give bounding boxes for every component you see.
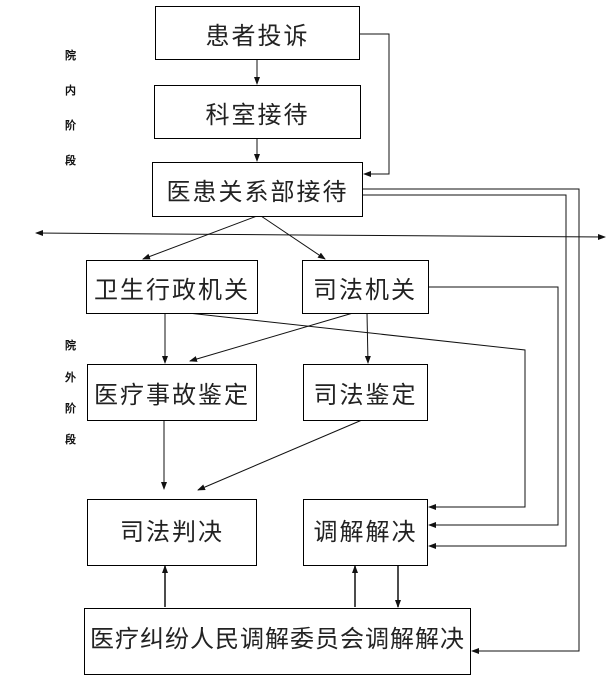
node-medical-accident-appraisal-label: 医疗事故鉴定 — [94, 381, 250, 409]
edge-patient-relations-judicial-org — [260, 215, 326, 260]
node-complaint: 患者投诉 — [155, 6, 360, 60]
stage-divider-arrow-right — [299, 233, 606, 240]
node-people-mediation-committee-label: 医疗纠纷人民调解委员会调解解决 — [90, 625, 465, 653]
node-health-admin-label: 卫生行政机关 — [94, 275, 250, 304]
node-mediation-resolution: 调解解决 — [303, 499, 428, 566]
stage-label-outside-4: 段 — [65, 433, 76, 446]
node-complaint-label: 患者投诉 — [205, 21, 310, 50]
node-patient-relations: 医患关系部接待 — [152, 162, 363, 217]
node-judicial-judgment-label: 司法判决 — [120, 518, 224, 546]
node-mediation-resolution-label: 调解解决 — [313, 518, 418, 546]
node-judicial-org: 司法机关 — [302, 260, 429, 314]
node-department-label: 科室接待 — [205, 100, 310, 129]
edge-judicial-org-medical-appraisal — [189, 312, 354, 362]
edge-judicial-org-judicial-appraisal — [364, 312, 371, 364]
node-judicial-org-label: 司法机关 — [313, 275, 417, 304]
node-judicial-appraisal-label: 司法鉴定 — [313, 381, 418, 409]
node-judicial-appraisal: 司法鉴定 — [303, 364, 428, 421]
stage-label-outside-3: 阶 — [65, 402, 76, 415]
node-medical-accident-appraisal: 医疗事故鉴定 — [87, 364, 257, 421]
edge-judicial-org-mediation — [424, 286, 559, 528]
stage-label-outside-2: 外 — [65, 371, 76, 384]
stage-label-inside-3: 阶 — [65, 119, 76, 132]
stage-label-inside-2: 内 — [65, 84, 76, 97]
node-people-mediation-committee: 医疗纠纷人民调解委员会调解解决 — [84, 608, 471, 675]
edge-complaint-patient-relations — [359, 33, 390, 177]
node-patient-relations-label: 医患关系部接待 — [166, 178, 349, 206]
stage-label-inside-4: 段 — [65, 154, 76, 167]
edge-patient-relations-health-admin — [142, 215, 258, 260]
node-judicial-judgment: 司法判决 — [87, 499, 257, 566]
stage-label-inside-1: 院 — [65, 49, 76, 62]
node-department: 科室接待 — [154, 85, 361, 139]
stage-divider-arrow — [35, 230, 301, 237]
edge-judicial-appraisal-judgment — [197, 419, 363, 491]
node-health-admin: 卫生行政机关 — [86, 260, 258, 314]
stage-label-outside-1: 院 — [65, 339, 76, 352]
